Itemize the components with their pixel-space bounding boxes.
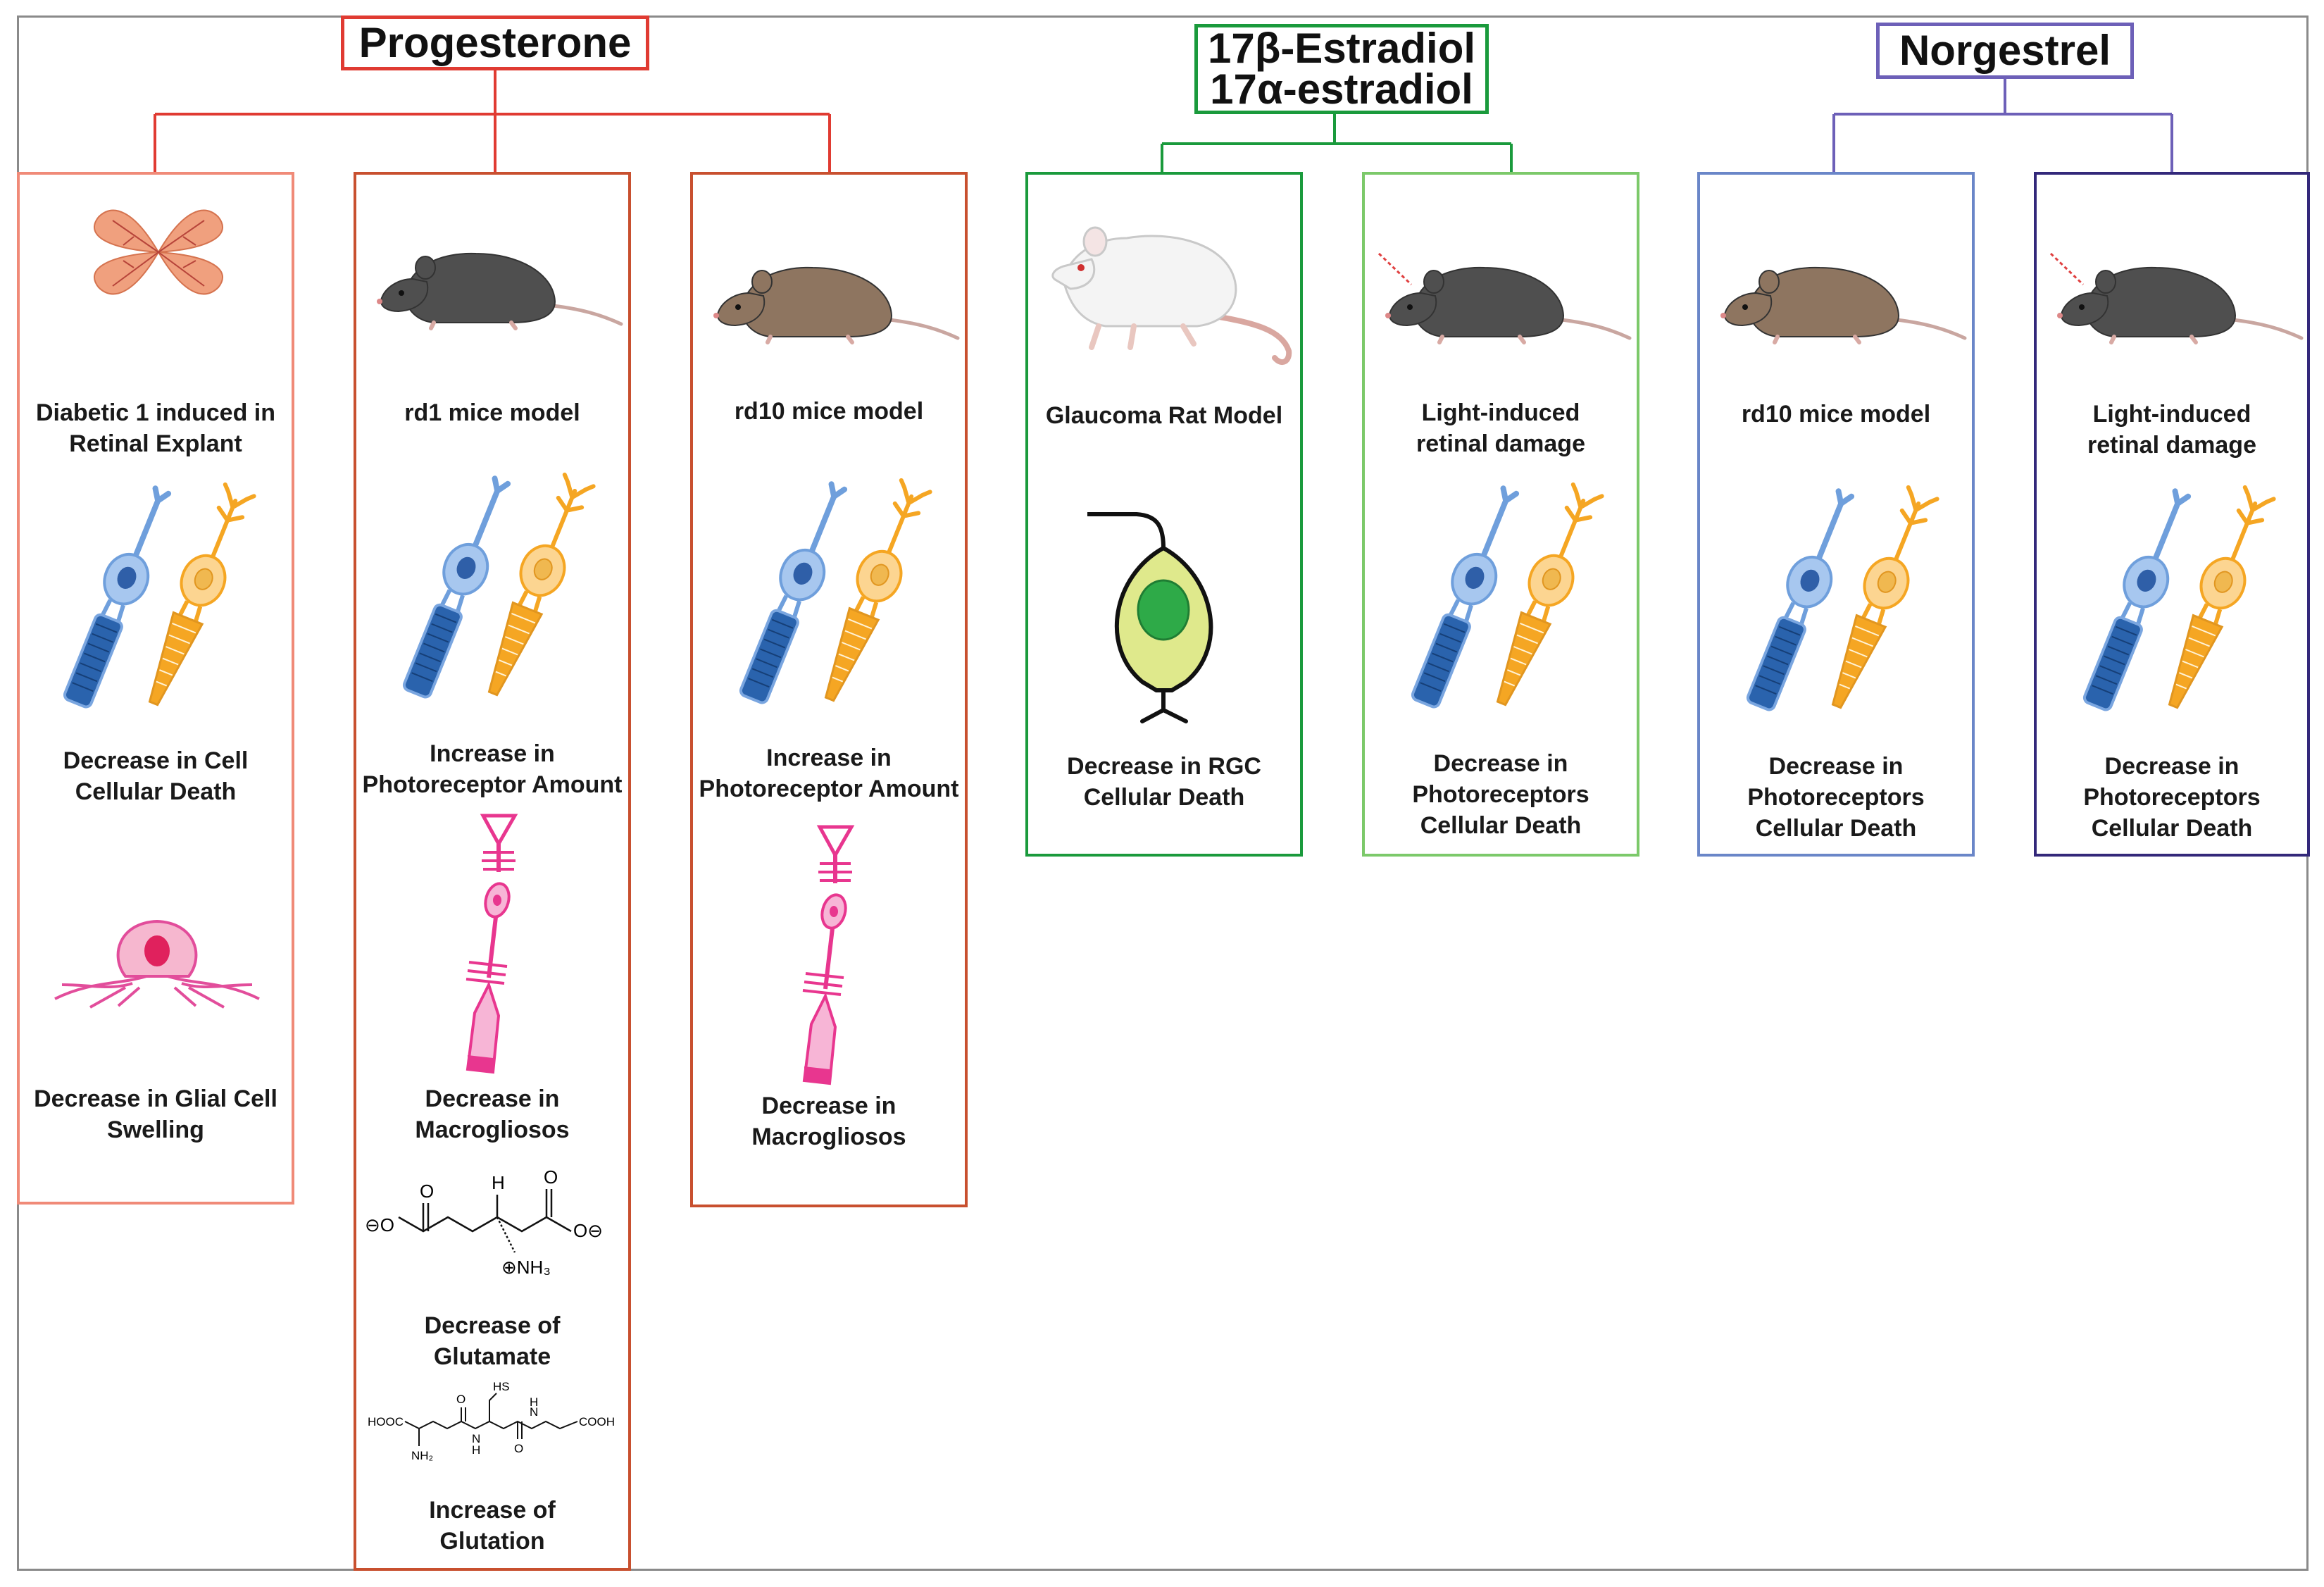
glutathione-hooc: HOOC [368,1415,404,1429]
glutathione-structure-icon: HOOC HS NH₂ N H N H O O COOH [368,1380,615,1462]
box4-model-label: Glaucoma Rat Model [1045,402,1283,429]
progesterone-connector [154,69,831,172]
photoreceptor-cells-icon [1731,482,1942,721]
glutathione-h1: H [472,1443,480,1457]
glial-cell-icon [54,919,260,1009]
glutamate-o1: O [420,1181,434,1202]
glutamate-o-neg: ⊖O [365,1214,394,1236]
box2-effect3-label: Decrease of Glutamate [424,1312,561,1370]
box-rd10-mice-norgestrel: rd10 mice model Decrease in Photorecepto… [1697,172,1975,857]
box1-effect1-label: Decrease in Cell Cellular Death [63,747,249,805]
box-rd1-mice: rd1 mice model Increase in Photoreceptor… [354,172,631,1571]
glutathione-sh: HS [493,1380,510,1393]
box3-model-label: rd10 mice model [734,398,924,425]
photoreceptor-cells-icon [387,469,599,709]
glutathione-nh2: NH₂ [411,1449,433,1462]
box2-effect1-label: Increase in Photoreceptor Amount [362,740,623,798]
box2-model-label: rd1 mice model [404,399,580,426]
glutamate-structure-icon: O O H ⊖O O⊖ ⊕NH₃ [365,1166,603,1278]
box4-effect1-label: Decrease in RGC Cellular Death [1067,753,1261,811]
header-norgestrel: Norgestrel [1876,23,2134,79]
box6-model-label: rd10 mice model [1741,401,1931,428]
header-progesterone-label: Progesterone [358,19,632,66]
box-glaucoma-rat: Glaucoma Rat Model Decrease in RGC Cellu… [1025,172,1303,857]
photoreceptor-cells-icon [2068,482,2279,721]
box7-model-label: Light-induced retinal damage [2087,401,2256,459]
header-norgestrel-label: Norgestrel [1899,27,2111,74]
mouse-icon-brown [707,252,961,344]
glutamate-amine: ⊕NH₃ [501,1257,551,1278]
glutamate-o-neg2: O⊖ [573,1220,603,1241]
photoreceptor-cells-icon [1396,479,1607,718]
box5-effect1-label: Decrease in Photoreceptors Cellular Deat… [1412,750,1589,839]
muller-glia-icon [770,820,890,1088]
box6-effect1-label: Decrease in Photoreceptors Cellular Deat… [1747,753,1925,842]
glutathione-n2: N [530,1405,538,1419]
box7-effect1-label: Decrease in Photoreceptors Cellular Deat… [2083,753,2261,842]
glutathione-h2: H [530,1395,538,1409]
box1-model-label: Diabetic 1 induced in Retinal Explant [35,399,276,457]
box-diabetic-retinal-explant: Diabetic 1 induced in Retinal Explant De… [17,172,294,1205]
box1-effect2-label: Decrease in Glial Cell Swelling [34,1085,277,1143]
photoreceptor-cells-icon [48,479,259,718]
photoreceptor-cells-icon [724,475,935,714]
glutathione-cooh: COOH [579,1415,615,1429]
header-estradiol-alpha-label: 17α-estradiol [1210,66,1473,113]
norgestrel-connector [1832,77,2173,172]
glutamate-o2: O [544,1166,558,1188]
box-light-induced-norgestrel: Light-induced retinal damage Decrease in… [2034,172,2310,857]
light-beam-icon [1377,252,1413,286]
glutathione-n1: N [472,1432,480,1445]
box-light-induced-estradiol: Light-induced retinal damage Decrease in… [1362,172,1639,857]
header-estradiol-beta-label: 17β-Estradiol [1207,25,1476,72]
estradiol-connector [1161,113,1513,172]
box3-effect2-label: Decrease in Macrogliosos [751,1093,906,1150]
light-beam-icon [2049,252,2085,286]
retinal-ganglion-cell-icon [1087,512,1213,723]
box2-effect2-label: Decrease in Macrogliosos [415,1085,570,1143]
mouse-icon-dark [370,238,624,330]
box-rd10-mice-progesterone: rd10 mice model Increase in Photorecepto… [690,172,968,1207]
glutathione-o2: O [514,1442,523,1455]
retinal-explant-icon [94,209,223,295]
muller-glia-icon [434,809,554,1076]
box2-effect4-label: Increase of Glutation [429,1497,556,1555]
mouse-icon-brown [1714,252,1968,344]
rat-icon [1051,226,1292,366]
glutathione-o1: O [456,1393,466,1406]
box5-model-label: Light-induced retinal damage [1416,399,1585,457]
header-estradiol: 17β-Estradiol 17α-estradiol [1194,24,1489,114]
box3-effect1-label: Increase in Photoreceptor Amount [699,745,959,802]
glutamate-h: H [492,1172,505,1193]
header-progesterone: Progesterone [341,15,649,70]
